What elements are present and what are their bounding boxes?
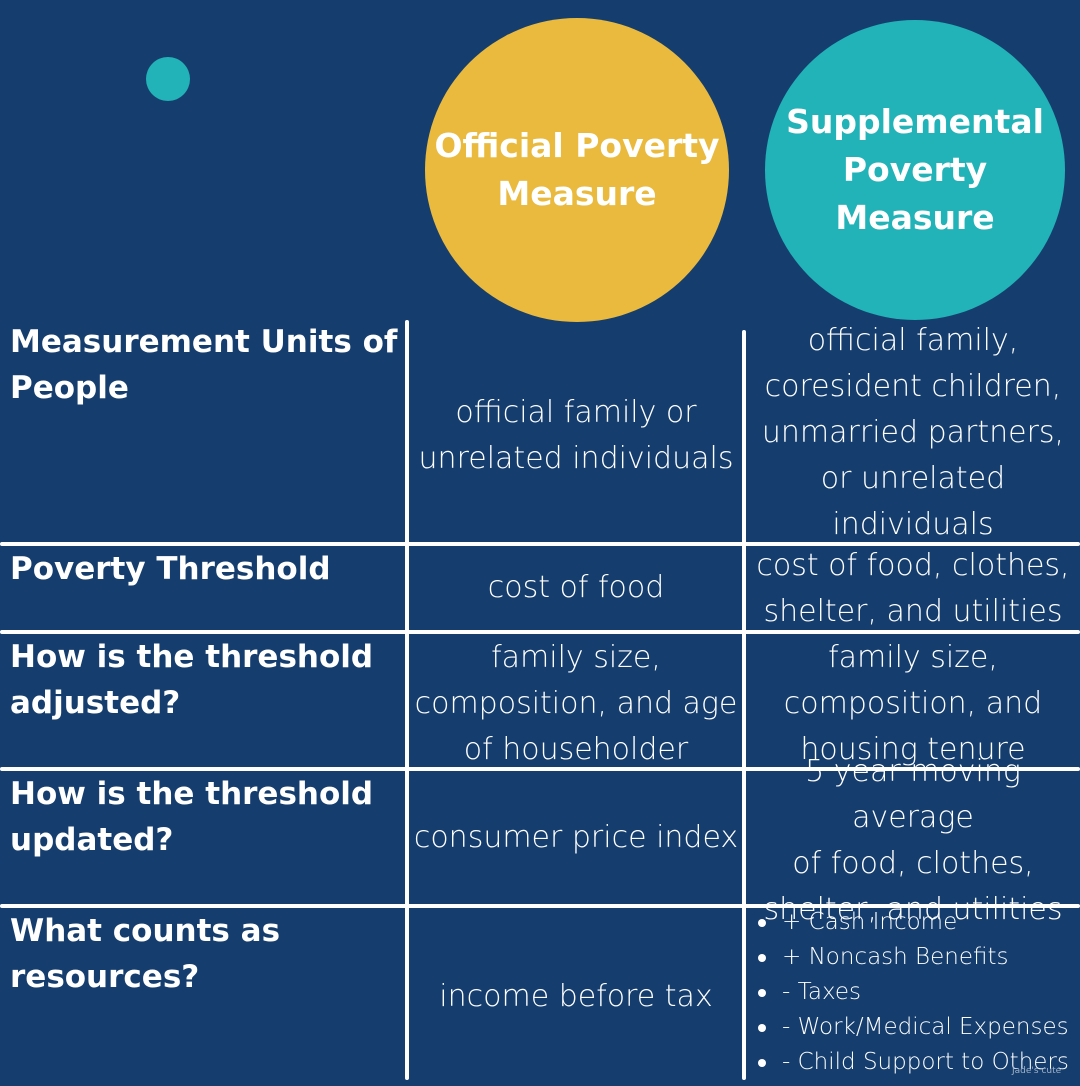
resource-item: + Cash Income bbox=[752, 905, 1078, 940]
row-divider-3 bbox=[0, 767, 1080, 771]
official-threshold-adjusted: family size, composition, and age of hou… bbox=[414, 640, 738, 767]
decorative-dot bbox=[146, 57, 190, 101]
row-label-poverty-threshold: Poverty Threshold bbox=[10, 551, 331, 587]
official-measure-header: Official Poverty Measure bbox=[425, 18, 729, 322]
resource-item: - Taxes bbox=[752, 975, 1078, 1010]
row-label-threshold-updated: How is the threshold updated? bbox=[10, 776, 374, 858]
supplemental-threshold-adjusted: family size, composition, and housing te… bbox=[783, 640, 1043, 767]
resource-item: + Noncash Benefits bbox=[752, 940, 1078, 975]
watermark-text: Jade's cute bbox=[1012, 1066, 1062, 1076]
supplemental-threshold-updated: 5 year moving average of food, clothes, … bbox=[763, 754, 1063, 927]
row-label-resources: What counts as resources? bbox=[10, 913, 281, 995]
supplemental-poverty-threshold: cost of food, clothes, shelter, and util… bbox=[756, 548, 1070, 629]
resource-item: - Child Support to Others bbox=[752, 1045, 1078, 1080]
supplemental-measure-header: Supplemental Poverty Measure bbox=[765, 20, 1065, 320]
official-measure-title: Official Poverty Measure bbox=[434, 126, 720, 213]
row-divider-4 bbox=[0, 904, 1080, 908]
row-label-threshold-adjusted: How is the threshold adjusted? bbox=[10, 639, 374, 721]
supplemental-resources-list: + Cash Income + Noncash Benefits - Taxes… bbox=[752, 905, 1078, 1080]
supplemental-measure-title: Supplemental Poverty Measure bbox=[786, 102, 1044, 237]
supplemental-measurement-units: official family, coresident children, un… bbox=[761, 323, 1065, 542]
row-divider-1 bbox=[0, 542, 1080, 546]
official-measurement-units: official family or unrelated individuals bbox=[418, 395, 734, 476]
row-divider-2 bbox=[0, 630, 1080, 634]
official-resources: income before tax bbox=[439, 979, 713, 1014]
resource-item: - Work/Medical Expenses bbox=[752, 1010, 1078, 1045]
official-poverty-threshold: cost of food bbox=[487, 570, 665, 605]
row-label-measurement-units: Measurement Units of People bbox=[10, 324, 398, 406]
official-threshold-updated: consumer price index bbox=[413, 819, 739, 855]
column-divider-2 bbox=[742, 330, 746, 1080]
column-divider-1 bbox=[405, 320, 409, 1080]
